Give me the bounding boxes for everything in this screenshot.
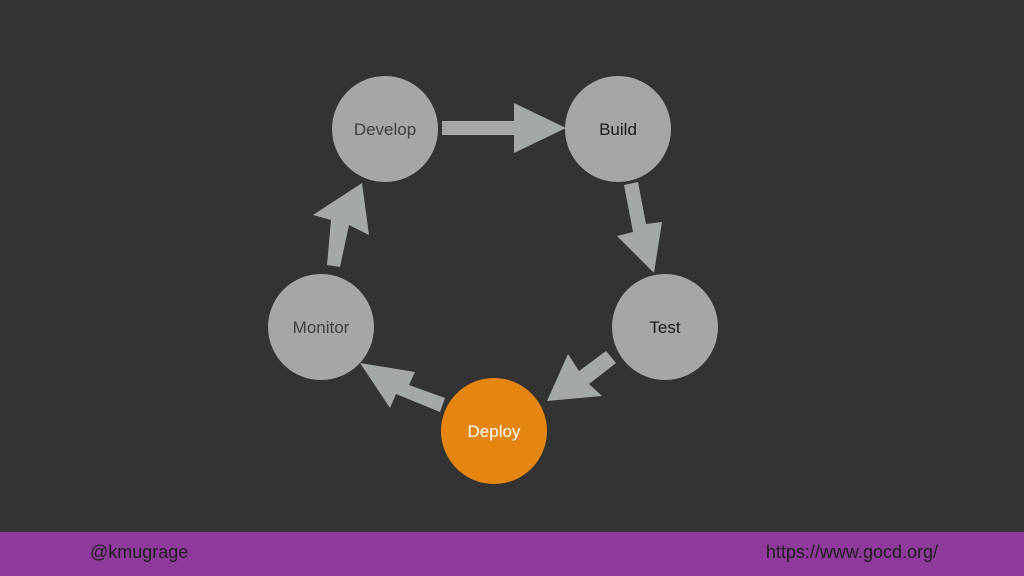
stage-monitor: Monitor — [268, 274, 374, 380]
arrow-test-to-deploy — [547, 351, 616, 401]
stage-build: Build — [565, 76, 671, 182]
arrow-monitor-to-develop — [313, 183, 369, 267]
stage-develop-label: Develop — [354, 120, 416, 139]
arrow-deploy-to-monitor — [360, 363, 445, 412]
devops-cycle-diagram: Develop Build Test Deploy Monitor — [268, 76, 718, 484]
arrow-build-to-test — [617, 182, 662, 273]
stage-build-label: Build — [599, 120, 637, 139]
footer-bar: @kmugrage https://www.gocd.org/ — [0, 532, 1024, 576]
stage-deploy: Deploy — [441, 378, 547, 484]
arrows — [313, 103, 662, 412]
arrow-develop-to-build — [442, 103, 566, 153]
stage-develop: Develop — [332, 76, 438, 182]
footer-url[interactable]: https://www.gocd.org/ — [765, 542, 938, 562]
stage-test: Test — [612, 274, 718, 380]
footer-handle: @kmugrage — [90, 542, 189, 562]
stage-test-label: Test — [649, 318, 680, 337]
stage-monitor-label: Monitor — [293, 318, 350, 337]
stage-deploy-label: Deploy — [468, 422, 521, 441]
